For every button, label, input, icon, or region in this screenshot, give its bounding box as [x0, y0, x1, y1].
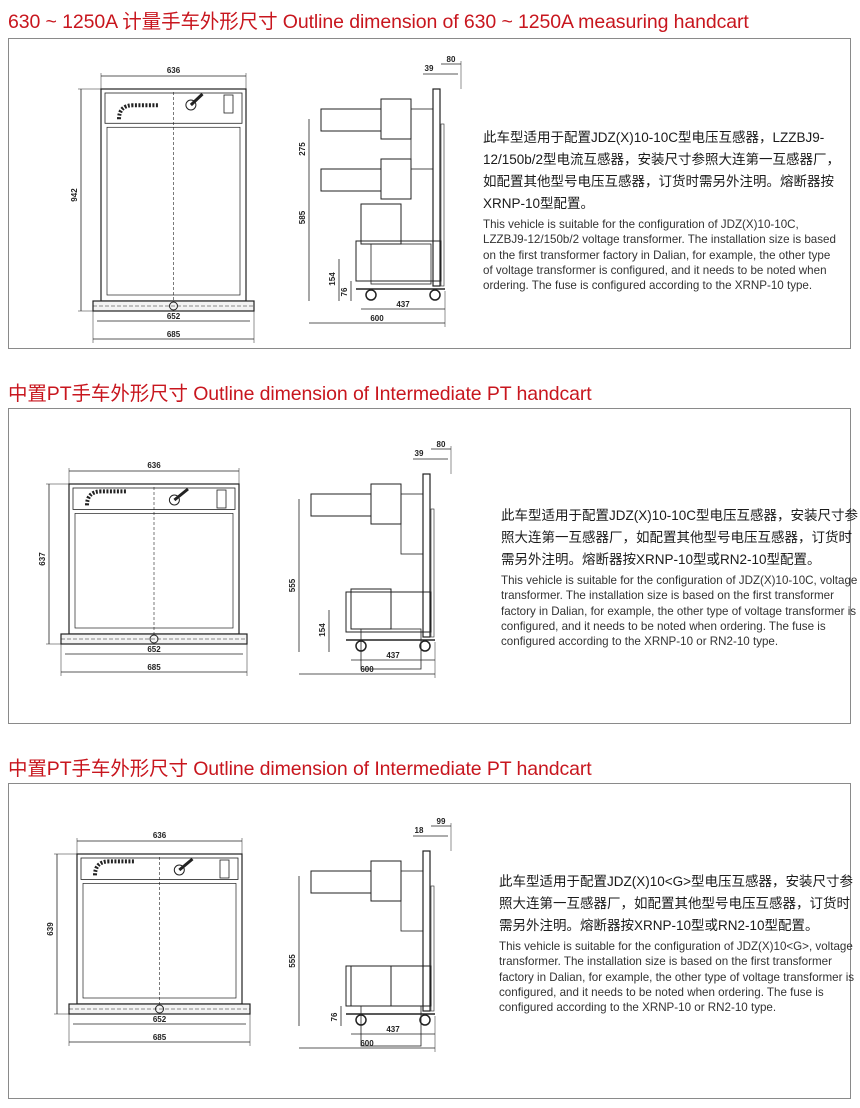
drawing-part: [360, 628, 422, 670]
dimension-label: 636: [167, 66, 181, 75]
handle-icon: [173, 864, 185, 876]
wheel-icon: [419, 1014, 431, 1026]
drawing-part: [360, 203, 402, 245]
dimension-label: 99: [437, 817, 446, 826]
drawing-part: [422, 850, 431, 1012]
drawing-part: [350, 588, 392, 630]
handle-icon: [185, 99, 197, 111]
dimension-label: 76: [340, 287, 349, 296]
wheel-icon: [355, 640, 367, 652]
dimension-label: 600: [370, 314, 384, 323]
dimension-label: 585: [298, 210, 307, 224]
description-en: This vehicle is suitable for the configu…: [499, 940, 855, 1015]
drawing-part: [82, 883, 237, 999]
drawing-part: [223, 94, 234, 114]
drawing-part: [216, 489, 227, 509]
description-en: This vehicle is suitable for the configu…: [483, 218, 836, 293]
handle-icon: [168, 494, 180, 506]
dimension-label: 652: [147, 645, 161, 654]
drawing-part: [380, 158, 412, 200]
dimension-label: 652: [153, 1015, 167, 1024]
drawing-part: [430, 508, 435, 638]
drawing-line: [189, 92, 204, 107]
drawing-part: [350, 965, 392, 1007]
drawing-part: [345, 965, 432, 1007]
drawing-part: [370, 243, 432, 285]
section-title: 中置PT手车外形尺寸 Outline dimension of Intermed…: [8, 383, 592, 405]
dimension-label: 685: [147, 663, 161, 672]
wheel-icon: [365, 289, 377, 301]
section-title: 中置PT手车外形尺寸 Outline dimension of Intermed…: [8, 758, 592, 780]
dimension-label: 18: [415, 826, 424, 835]
dimension-label: 437: [386, 651, 400, 660]
dimension-label: 275: [298, 142, 307, 156]
drawing-part: [422, 473, 431, 638]
drawing-part: [410, 108, 434, 170]
dimension-label: 154: [318, 623, 327, 637]
dimension-label: 639: [46, 922, 55, 936]
cable-chain-icon: [85, 489, 127, 506]
dimension-label: 636: [147, 461, 161, 470]
drawing-part: [370, 483, 402, 525]
drawing-part: [320, 108, 382, 132]
dimension-label: 154: [328, 272, 337, 286]
drawing-part: [355, 240, 442, 282]
drawing-part: [345, 591, 432, 633]
dimension-label: 80: [447, 55, 456, 64]
dimension-label: 942: [70, 188, 79, 202]
handcart-drawing: 636 637 652 685 39 80 555 154 437 600: [38, 440, 452, 678]
drawing-part: [400, 493, 424, 555]
dimension-label: 600: [360, 1039, 374, 1048]
description-cn: 此车型适用于配置JDZ(X)10-10C型电压互感器，安装尺寸参照大连第一互感器…: [501, 508, 859, 567]
wheel-icon: [429, 289, 441, 301]
dimension-label: 437: [396, 300, 410, 309]
dimension-label: 39: [415, 449, 424, 458]
drawing-panel: 636 639 652 685 18 99 555 76 437 600 此车型适用于配置JDZ(…: [8, 783, 854, 1099]
description-en: This vehicle is suitable for the configu…: [501, 574, 858, 649]
dimension-label: 652: [167, 312, 181, 321]
dimension-label: 685: [167, 330, 181, 339]
wheel-icon: [419, 640, 431, 652]
dimension-label: 39: [425, 64, 434, 73]
handcart-drawing: 636 639 652 685 18 99 555 76 437 600: [46, 817, 452, 1052]
dimension-label: 685: [153, 1033, 167, 1042]
dimension-label: 80: [437, 440, 446, 449]
drawing-part: [370, 860, 402, 902]
dimension-label: 76: [330, 1012, 339, 1021]
dimension-label: 600: [360, 665, 374, 674]
wheel-icon: [355, 1014, 367, 1026]
description: 此车型适用于配置JDZ(X)10-10C型电压互感器，安装尺寸参照大连第一互感器…: [501, 505, 860, 649]
drawing-line: [178, 857, 194, 872]
drawing-part: [320, 168, 382, 192]
drawing-part: [219, 859, 230, 879]
dimension-label: 555: [288, 954, 297, 968]
drawing-part: [380, 98, 412, 140]
drawing-part: [310, 493, 372, 517]
dimension-label: 636: [153, 831, 167, 840]
drawing-part: [432, 88, 441, 287]
description-cn: 此车型适用于配置JDZ(X)10-10C型电压互感器，LZZBJ9-12/150…: [483, 130, 841, 211]
drawing-part: [310, 870, 372, 894]
description: 此车型适用于配置JDZ(X)10<G>型电压互感器，安装尺寸参照大连第一互感器厂…: [499, 871, 859, 1015]
dimension-label: 555: [288, 578, 297, 592]
description: 此车型适用于配置JDZ(X)10-10C型电压互感器，LZZBJ9-12/150…: [483, 127, 843, 293]
drawing-part: [430, 885, 435, 1012]
drawing-part: [74, 513, 234, 629]
drawing-panel: 636 637 652 685 39 80 555 154 437 600 此车型适用于配置JDZ…: [8, 408, 858, 724]
drawing-part: [440, 123, 445, 287]
description-cn: 此车型适用于配置JDZ(X)10<G>型电压互感器，安装尺寸参照大连第一互感器厂…: [499, 874, 854, 933]
cable-chain-icon: [117, 103, 159, 120]
dimension-label: 637: [38, 552, 47, 566]
drawing-line: [173, 487, 189, 502]
dimension-label: 437: [386, 1025, 400, 1034]
drawing-part: [106, 126, 241, 296]
cable-chain-icon: [93, 859, 135, 876]
section-title: 630 ~ 1250A 计量手车外形尺寸 Outline dimension o…: [8, 11, 749, 33]
drawing-part: [400, 870, 424, 932]
